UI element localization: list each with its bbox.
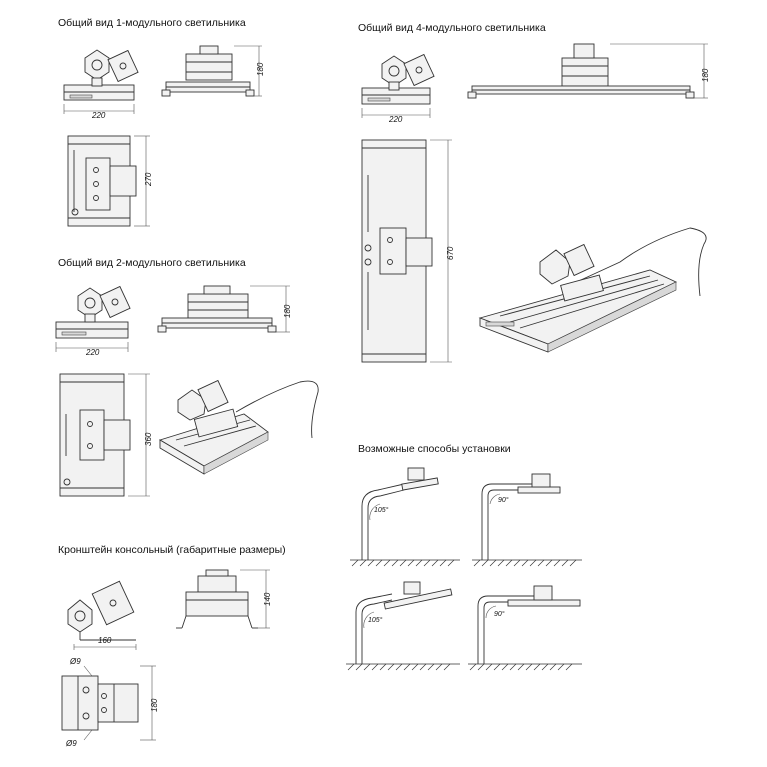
br-length-label: 180 (150, 698, 159, 712)
mount-angle-4: 90° (494, 610, 505, 618)
title-mounting: Возможные способы установки (358, 443, 511, 455)
m2-height-label: 180 (283, 304, 292, 318)
m4-width-label: 220 (388, 115, 403, 124)
title-one-module: Общий вид 1-модульного светильника (58, 17, 246, 29)
m4-side-view: 180 (467, 43, 710, 99)
title-two-module: Общий вид 2-модульного светильника (58, 257, 246, 269)
m2-width-label: 220 (85, 348, 100, 357)
m1-top-view: 270 (67, 135, 153, 227)
mount-option-1: 105° (350, 467, 460, 567)
m1-width-label: 220 (91, 111, 106, 120)
title-bracket: Кронштейн консольный (габаритные размеры… (58, 544, 286, 556)
m4-length-label: 670 (446, 246, 455, 260)
mount-option-3: 105° (346, 581, 460, 671)
m1-front-view: 220 (63, 49, 139, 120)
m1-length-label: 270 (144, 172, 153, 187)
m1-side-view: 180 (161, 45, 265, 97)
bracket-top-view: Ø9 Ø9 180 (61, 657, 159, 748)
mount-angle-3: 105° (368, 616, 383, 624)
m1-height-label: 180 (256, 62, 265, 76)
m4-height-label: 180 (701, 68, 710, 82)
br-hole-top-label: Ø9 (69, 657, 81, 666)
m2-front-view: 220 (55, 285, 131, 357)
m2-top-view: 360 (59, 373, 153, 497)
mount-option-4: 90° (468, 585, 582, 671)
m2-isometric-view (158, 379, 319, 475)
title-four-module: Общий вид 4-модульного светильника (358, 22, 546, 34)
m4-top-view: 670 (361, 139, 455, 363)
m2-side-view: 180 (157, 285, 292, 333)
br-height-label: 140 (263, 592, 272, 606)
m4-isometric-view (478, 227, 707, 353)
m4-front-view: 220 (361, 53, 435, 124)
br-width-label: 160 (98, 636, 112, 645)
mount-angle-2: 90° (498, 496, 509, 504)
br-hole-bottom-label: Ø9 (65, 739, 77, 748)
mount-angle-1: 105° (374, 506, 389, 514)
m2-length-label: 360 (144, 432, 153, 446)
bracket-front-view: 160 (67, 580, 137, 650)
bracket-side-view: 140 (176, 569, 272, 629)
mount-option-2: 90° (472, 473, 582, 567)
